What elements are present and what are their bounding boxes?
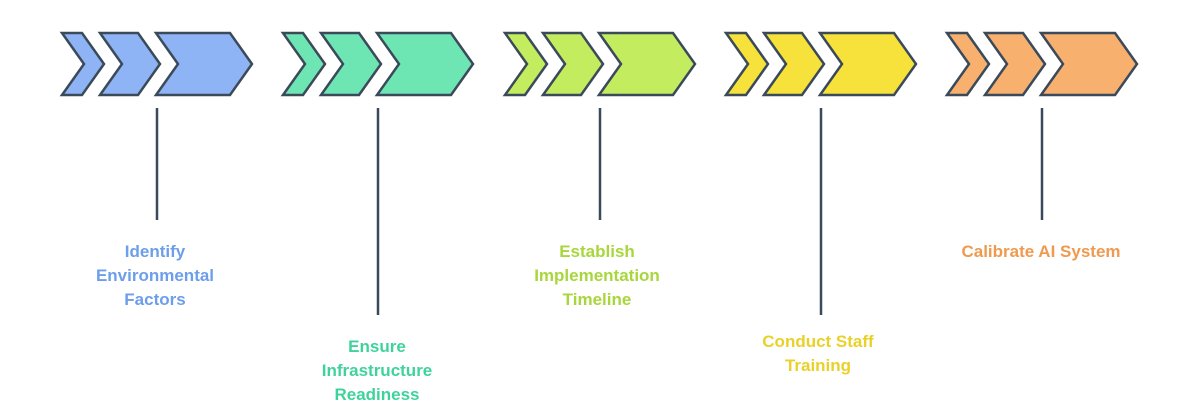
step-3-chevron-1 (502, 31, 549, 97)
step-label-establish-implementation-timeline: Establish Implementation Timeline (534, 242, 660, 309)
step-4-chevron-3 (817, 31, 918, 97)
step-1-chevron-3 (153, 31, 254, 97)
step-5-chevron-1 (944, 31, 991, 97)
step-5-chevron-3 (1038, 31, 1139, 97)
step-4-chevron-2 (761, 31, 826, 97)
step-1-chevron-2 (97, 31, 162, 97)
step-label-identify-environmental-factors: Identify Environmental Factors (95, 242, 215, 309)
step-5-chevron-2 (982, 31, 1047, 97)
step-2-chevron-1 (280, 31, 327, 97)
step-2-chevron-2 (318, 31, 383, 97)
step-label-ensure-infrastructure-readiness: Ensure Infrastructure Readiness (321, 337, 433, 404)
step-label-conduct-staff-training: Conduct Staff Training (762, 332, 874, 375)
step-3-chevron-2 (540, 31, 605, 97)
step-3-chevron-3 (596, 31, 697, 97)
step-2-chevron-3 (374, 31, 475, 97)
step-label-calibrate-ai-system: Calibrate AI System (961, 242, 1121, 261)
step-4-chevron-1 (723, 31, 770, 97)
step-1-chevron-1 (59, 31, 106, 97)
